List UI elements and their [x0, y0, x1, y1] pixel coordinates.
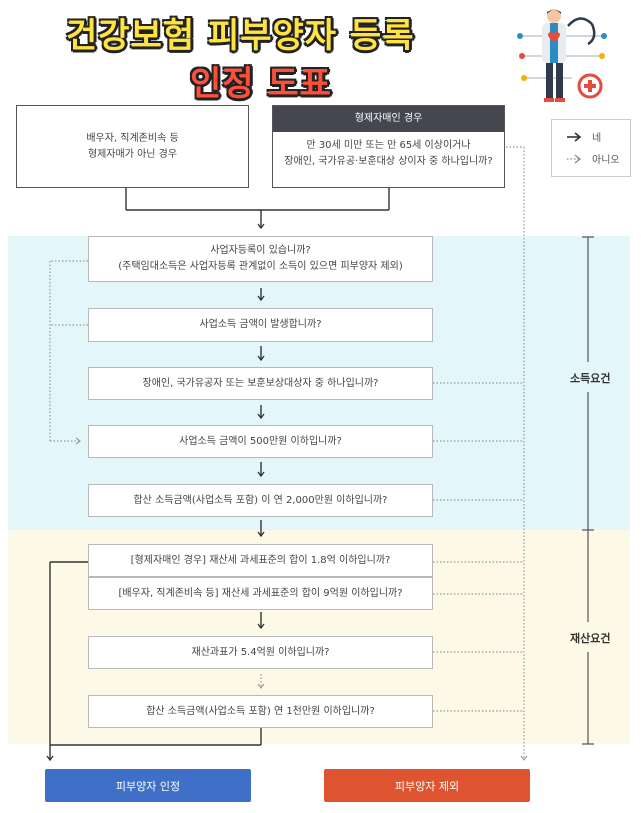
- income-q1-line1: 사업자등록이 있습니까?: [210, 245, 311, 256]
- sibling-header: 형제자매인 경우: [273, 106, 504, 132]
- income-question-business-income: 사업소득 금액이 발생합니까?: [88, 308, 433, 342]
- non-sibling-line1: 배우자, 직계존비속 등: [86, 132, 179, 144]
- legend-yes: 네: [566, 129, 601, 144]
- page-title: 건강보험 피부양자 등록: [66, 16, 415, 56]
- asset-question-family-9: [배우자, 직계존비속 등] 재산세 과세표준의 합이 9억원 이하입니까?: [88, 577, 433, 610]
- page-subtitle: 인정 도표: [190, 64, 332, 104]
- asset-requirement-label: 재산요건: [570, 632, 611, 645]
- legend-yes-label: 네: [592, 133, 602, 144]
- income-question-disability: 장애인, 국가유공자 또는 보훈보상대상자 중 하나입니까?: [88, 367, 433, 400]
- legend-no-label: 아니오: [592, 155, 620, 166]
- asset-question-5.4: 재산과표가 5.4억원 이하입니까?: [88, 636, 433, 669]
- income-question-5m: 사업소득 금액이 500만원 이하입니까?: [88, 425, 433, 458]
- legend: 네 아니오: [551, 119, 631, 177]
- sibling-question: 만 30세 미만 또는 만 65세 이상이거나 장애인, 국가유공·보훈대상 상…: [273, 138, 504, 170]
- sibling-box: 형제자매인 경우 만 30세 미만 또는 만 65세 이상이거나 장애인, 국가…: [272, 105, 505, 188]
- asset-question-total-10m: 합산 소득금액(사업소득 포함) 연 1천만원 이하입니까?: [88, 695, 433, 728]
- sibling-question-line1: 만 30세 미만 또는 만 65세 이상이거나: [306, 140, 471, 151]
- legend-no: 아니오: [566, 151, 620, 166]
- doctor-illustration: [512, 8, 612, 112]
- dotted-arrow-icon: [567, 154, 581, 163]
- income-q1-line2: (주택임대소득은 사업자등록 관계없이 소득이 있으면 피부양자 제외): [118, 261, 403, 272]
- income-question-business-registration: 사업자등록이 있습니까? (주택임대소득은 사업자등록 관계없이 소득이 있으면…: [88, 236, 433, 282]
- result-excluded: 피부양자 제외: [324, 769, 530, 802]
- non-sibling-line2: 형제자매가 아닌 경우: [87, 148, 178, 160]
- solid-arrow-icon: [567, 131, 582, 142]
- non-sibling-box: 배우자, 직계존비속 등 형제자매가 아닌 경우: [16, 105, 249, 188]
- sibling-question-line2: 장애인, 국가유공·보훈대상 상이자 중 하나입니까?: [284, 156, 493, 167]
- asset-question-sibling-1.8: [형제자매인 경우] 재산세 과세표준의 합이 1.8억 이하입니까?: [88, 544, 433, 577]
- income-requirement-label: 소득요건: [570, 372, 611, 385]
- result-approved: 피부양자 인정: [45, 769, 251, 802]
- income-question-total-20m: 합산 소득금액(사업소득 포함) 이 연 2,000만원 이하입니까?: [88, 484, 433, 517]
